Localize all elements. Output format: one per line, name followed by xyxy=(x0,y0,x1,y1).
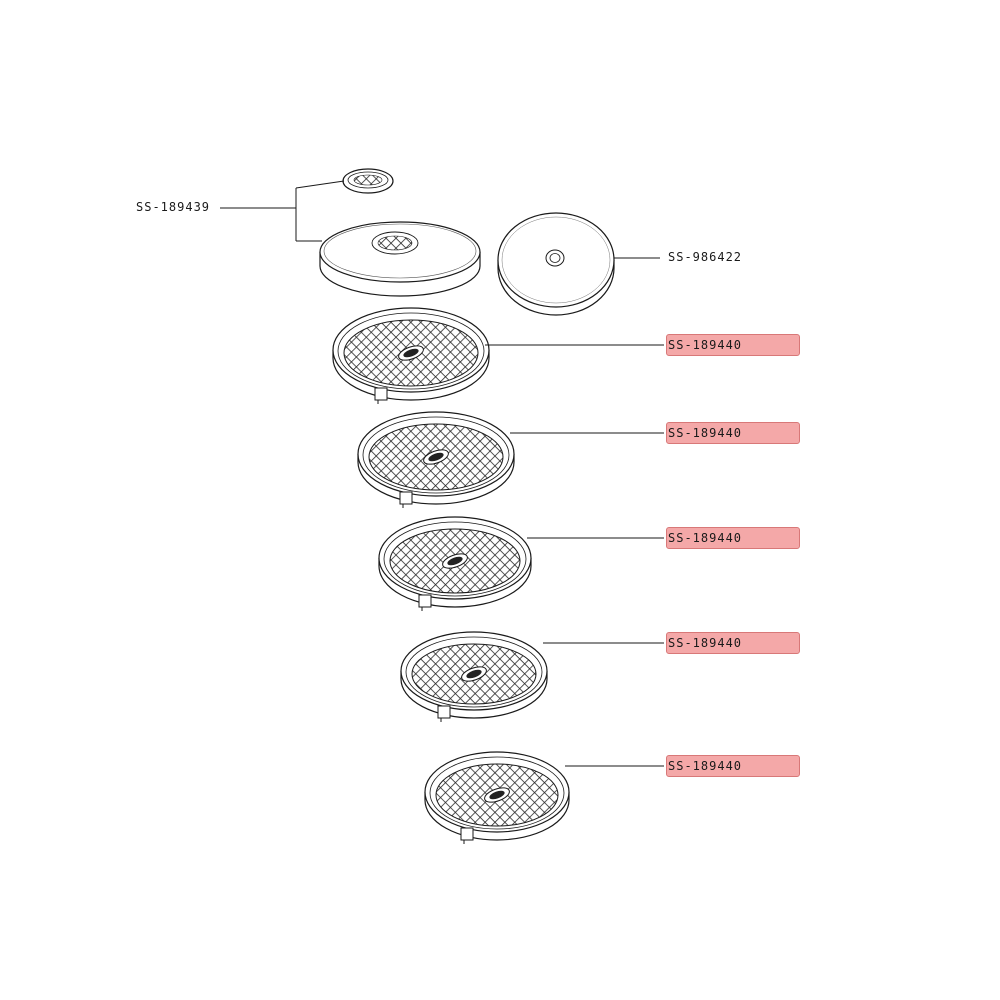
tray-2 xyxy=(357,411,664,508)
tray-1 xyxy=(332,307,664,404)
tray-4 xyxy=(400,631,664,722)
base-disc xyxy=(497,212,660,316)
part-label-lid-set: SS-189439 xyxy=(136,200,211,214)
part-label-tray-1[interactable]: SS-189440 xyxy=(666,334,800,356)
lid-set-leader xyxy=(220,180,345,242)
tray-3 xyxy=(378,516,664,611)
tray-stack xyxy=(332,307,664,844)
part-label-tray-3[interactable]: SS-189440 xyxy=(666,527,800,549)
part-label-base-disc: SS-986422 xyxy=(668,250,743,264)
lid-knob xyxy=(342,168,394,194)
part-label-tray-5[interactable]: SS-189440 xyxy=(666,755,800,777)
tray-5 xyxy=(424,751,664,844)
lid xyxy=(319,221,481,297)
part-label-tray-4[interactable]: SS-189440 xyxy=(666,632,800,654)
part-label-tray-2[interactable]: SS-189440 xyxy=(666,422,800,444)
